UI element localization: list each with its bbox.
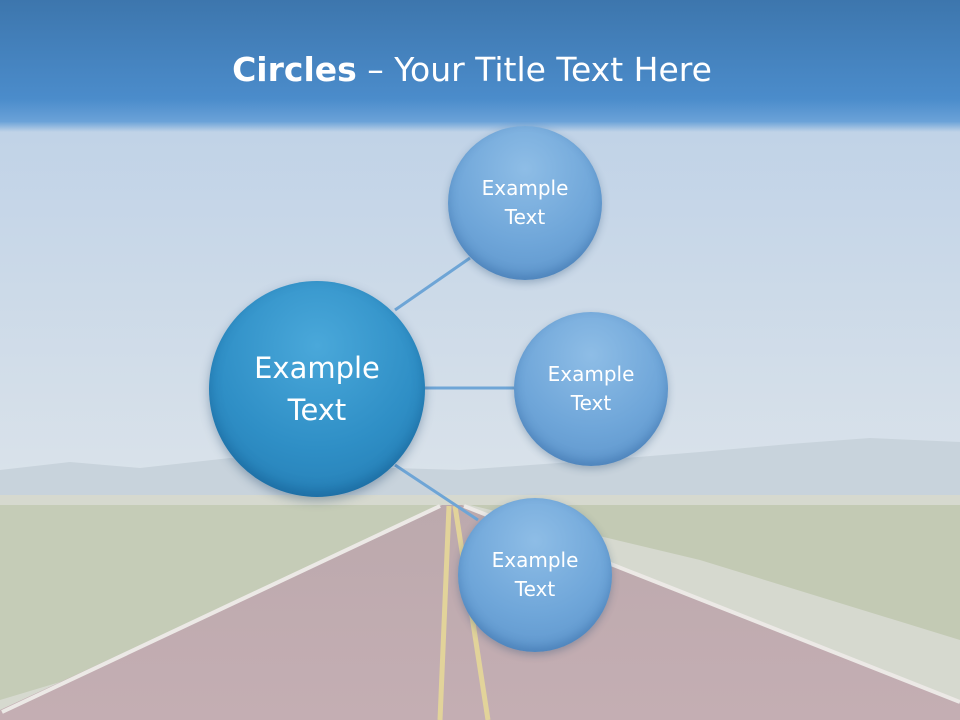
node-top-line1: Example xyxy=(481,176,569,200)
center-label-line2: Text xyxy=(287,393,347,427)
node-bottom-line2: Text xyxy=(514,577,556,601)
road-center-line-left xyxy=(437,505,452,720)
connector-line-bottom xyxy=(394,463,479,522)
road-left-edge-line xyxy=(1,504,441,714)
distant-mountains xyxy=(0,438,960,500)
node-middle-line1: Example xyxy=(547,362,635,386)
node-bottom-line1: Example xyxy=(491,548,579,572)
title-bar xyxy=(0,0,960,132)
node-middle-line2: Text xyxy=(570,391,612,415)
title-rest: – Your Title Text Here xyxy=(356,50,712,89)
slide-title: Circles – Your Title Text Here xyxy=(0,50,944,89)
node-top-line2: Text xyxy=(504,205,546,229)
title-bold: Circles xyxy=(232,50,357,89)
right-shrubs xyxy=(470,505,960,640)
connector-line-top xyxy=(394,256,471,312)
left-shrubs xyxy=(0,505,440,700)
center-label-line1: Example xyxy=(254,350,380,385)
